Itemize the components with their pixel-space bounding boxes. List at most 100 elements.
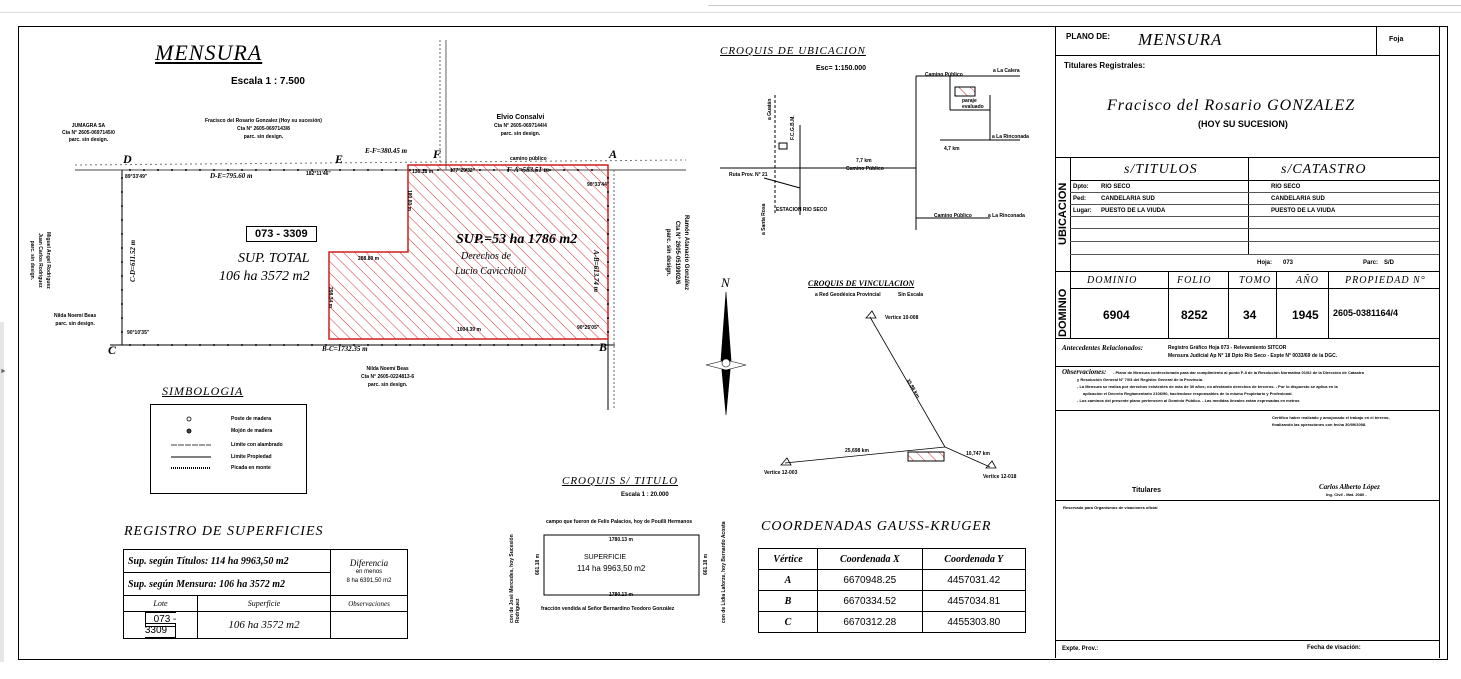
ubic-label-rinconada-2: a La Rinconada [988,213,1025,219]
fence-post-mark [199,344,201,346]
vertex-a: A [609,147,618,161]
sup-derechos: SUP.=53 ha 1786 m2 [456,232,578,247]
vertex-c: C [108,343,117,357]
dom-head-propiedad: PROPIEDAD N° [1345,275,1426,286]
registro-table: Sup. según Títulos: 114 ha 9963,50 m2 Di… [123,549,408,639]
fence-post-mark [507,169,509,171]
ubicacion-vertical: UBICACION [1057,182,1069,245]
fence-post-mark [591,169,593,171]
fence-post-mark [437,344,439,346]
ubic-label-camino-2: Camino Público [846,166,884,172]
titulo-left-dim: 661.18 m [535,553,541,575]
sup-total-value: 106 ha 3572 m2 [219,269,310,284]
gk-row-a-y: 4457031.42 [921,569,1027,591]
fence-post-mark [121,219,123,221]
expte-label: Expte. Prov.: [1062,646,1099,652]
fence-post-mark [121,303,123,305]
fence-post-mark [297,169,299,171]
derechos-owner: Lucio Cavicchioli [455,266,527,277]
fence-post-mark [535,169,537,171]
registro-title: REGISTRO DE SUPERFICIES [124,524,324,539]
dominio-vertical: DOMINIO [1057,288,1069,337]
fence-post-mark [311,169,313,171]
hoja-label: Hoja: [1257,260,1272,266]
dom-head-tomo: TOMO [1239,275,1272,286]
fence-post-mark [121,261,123,263]
camino-label: camino público [510,156,547,162]
titular-sub: (HOY SU SUCESION) [1198,119,1288,129]
fence-post-mark [409,169,411,171]
antecedentes-label: Antecedentes Relacionados: [1062,344,1144,352]
gk-row-c-y: 4455303.80 [921,611,1027,633]
fence-post-mark [269,169,271,171]
reg-sup-cell: 106 ha 3572 m2 [197,611,331,639]
fence-post-mark [465,169,467,171]
titulo-bottom-dim: 1780.13 m [609,592,633,598]
vinc-label-sin-escala: Sin Escala [898,292,924,298]
angle-b: 90°25'05" [577,325,600,331]
reg-lote-cell: 073 - 3309 [123,611,198,639]
antecedentes-line-1: Registro Gráfico Hoja 073 - Relevamiento… [1168,345,1287,351]
left-scrollbar[interactable] [0,322,4,662]
gk-row-c-x: 6670312.28 [817,611,923,633]
fence-post-mark [325,344,327,346]
ubic-label-fcgbm: F.C.G.B.M. [790,115,796,140]
titulo-top-dim: 1780.13 m [609,537,633,543]
fence-post-mark [269,344,271,346]
reg-sup-titulos: Sup. según Títulos: 114 ha 9963,50 m2 [123,549,331,573]
observaciones-text: - Plano de Mensura confeccionado para da… [1077,370,1365,403]
titulo-right: con de Lidia Laforze, hoy Bernardo Acost… [721,521,727,624]
dim-298: 298.34 m [327,287,333,309]
fence-post-mark [213,344,215,346]
titulares-label: Titulares Registrales: [1064,61,1146,70]
cat-lugar: PUESTO DE LA VIUDA [1271,208,1336,214]
fence-post-mark [227,169,229,171]
lot-label: 073 - 3309 [246,226,317,242]
ped-value: CANDELARIA SUD [1101,196,1155,202]
gk-row-a-x: 6670948.25 [817,569,923,591]
fence-post-mark [129,169,131,171]
fence-post-mark [121,233,123,235]
ubic-label-guatan: a Guatán [767,98,773,120]
dim-288: 288.80 m [358,256,380,262]
lugar-value: PUESTO DE LA VIUDA [1101,208,1166,214]
plano-de-label: PLANO DE: [1066,32,1110,41]
dom-head-ano: AÑO [1296,275,1319,286]
s-titulos-header: s/TITULOS [1124,162,1198,177]
owner-fracisco: Fracisco del Rosario Gonzalez (Hoy su su… [205,118,322,140]
prof-name: Carlos Alberto López [1319,483,1380,491]
dpto-label: Dpto: [1073,184,1089,190]
fence-post-mark [577,344,579,346]
fence-post-mark [395,169,397,171]
fence-post-mark [607,177,609,179]
prof-title: Ing. Civil - Mat. 2080 - [1326,492,1367,497]
fence-post-mark [241,344,243,346]
parc-label: Parc: [1363,260,1379,266]
gk-row-c-v: C [758,611,818,633]
gk-row-b-x: 6670334.52 [817,590,923,612]
plano-de-value: MENSURA [1138,30,1223,49]
fence-post-mark [607,303,609,305]
vinc-label-v1: Vertice 10-008 [885,315,919,321]
fence-post-mark [311,344,313,346]
dom-val-tomo: 34 [1243,308,1257,322]
titulo-title: CROQUIS S/ TITULO [562,475,679,487]
fence-post-mark [339,169,341,171]
vinculacion-title: CROQUIS DE VINCULACION [808,279,915,288]
dim-ef: E-F=380.45 m [365,147,408,155]
compass-rose [705,291,747,416]
observaciones-label: Observaciones: [1062,368,1107,376]
fence-post-mark [283,169,285,171]
left-caret-icon[interactable]: ► [0,368,7,375]
vinc-label-v2: Vertice 12-003 [764,470,798,476]
fence-post-mark [381,169,383,171]
titulo-left: con de José Mercedes, hoy Sucesión Rodri… [509,534,521,623]
fence-post-mark [129,344,131,346]
vertex-d: D [123,152,132,166]
fence-post-mark [213,169,215,171]
fence-post-mark [607,331,609,333]
fence-post-mark [577,169,579,171]
fence-post-mark [591,344,593,346]
